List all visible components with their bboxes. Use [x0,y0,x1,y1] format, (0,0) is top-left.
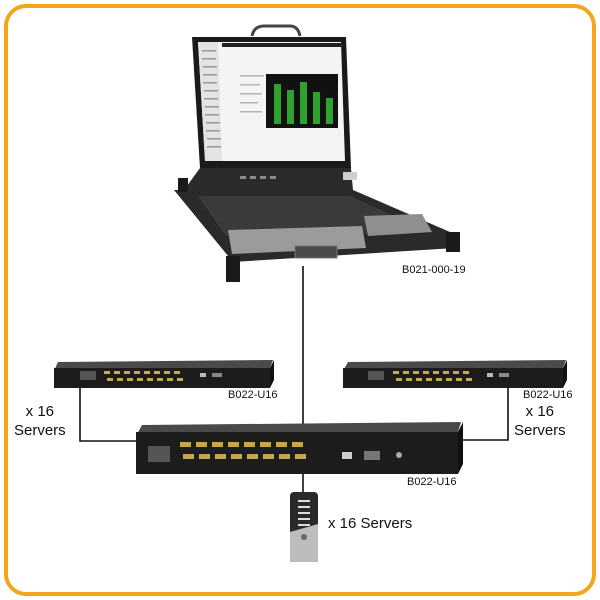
port-icon [164,371,170,374]
port-icon [413,371,419,374]
right-server-count-line1: x 16 [525,403,555,420]
left-server-count: x 16 Servers [14,402,66,440]
port-icon [127,378,133,381]
switch-left-model-label: B022-U16 [228,389,278,401]
switch-main-model-label: B022-U16 [407,476,457,488]
port-icon [292,442,303,447]
port-icon [107,378,113,381]
port-icon [154,371,160,374]
bottom-server-count: x 16 Servers [328,515,413,532]
cable-right-switch-to-main [461,388,509,441]
switch-right-icon [343,360,567,388]
console-model-label: B021-000-19 [402,264,466,276]
switch-right-model-label: B022-U16 [523,389,573,401]
port-icon [117,378,123,381]
right-server-count-line2: Servers [514,422,566,439]
port-icon [134,371,140,374]
port-icon [244,442,255,447]
port-icon [426,378,432,381]
port-icon [144,371,150,374]
port-icon [180,442,191,447]
port-icon [247,454,258,459]
right-server-count: x 16 Servers [514,402,566,440]
connection-lines [79,266,509,492]
port-icon [393,371,399,374]
port-icon [104,371,110,374]
port-icon [167,378,173,381]
port-icon [183,454,194,459]
port-icon [137,378,143,381]
port-icon [396,378,402,381]
port-icon [196,442,207,447]
cable-left-switch-to-main [79,388,136,442]
port-icon [276,442,287,447]
port-icon [443,371,449,374]
port-icon [157,378,163,381]
port-icon [215,454,226,459]
switch-main-icon [136,422,463,474]
port-icon [423,371,429,374]
adapter-icon [290,492,318,562]
port-icon [456,378,462,381]
console-icon [174,24,460,282]
port-icon [231,454,242,459]
port-icon [416,378,422,381]
port-icon [466,378,472,381]
port-icon [174,371,180,374]
port-icon [147,378,153,381]
port-icon [199,454,210,459]
port-icon [446,378,452,381]
port-icon [453,371,459,374]
port-icon [260,442,271,447]
port-icon [263,454,274,459]
port-icon [436,378,442,381]
left-server-count-line1: x 16 [25,403,55,420]
port-icon [433,371,439,374]
port-icon [463,371,469,374]
port-icon [279,454,290,459]
port-icon [114,371,120,374]
port-icon [403,371,409,374]
port-icon [177,378,183,381]
switch-left-icon [54,360,274,388]
left-server-count-line2: Servers [14,422,66,439]
port-icon [124,371,130,374]
port-icon [212,442,223,447]
port-icon [406,378,412,381]
port-icon [295,454,306,459]
port-icon [228,442,239,447]
